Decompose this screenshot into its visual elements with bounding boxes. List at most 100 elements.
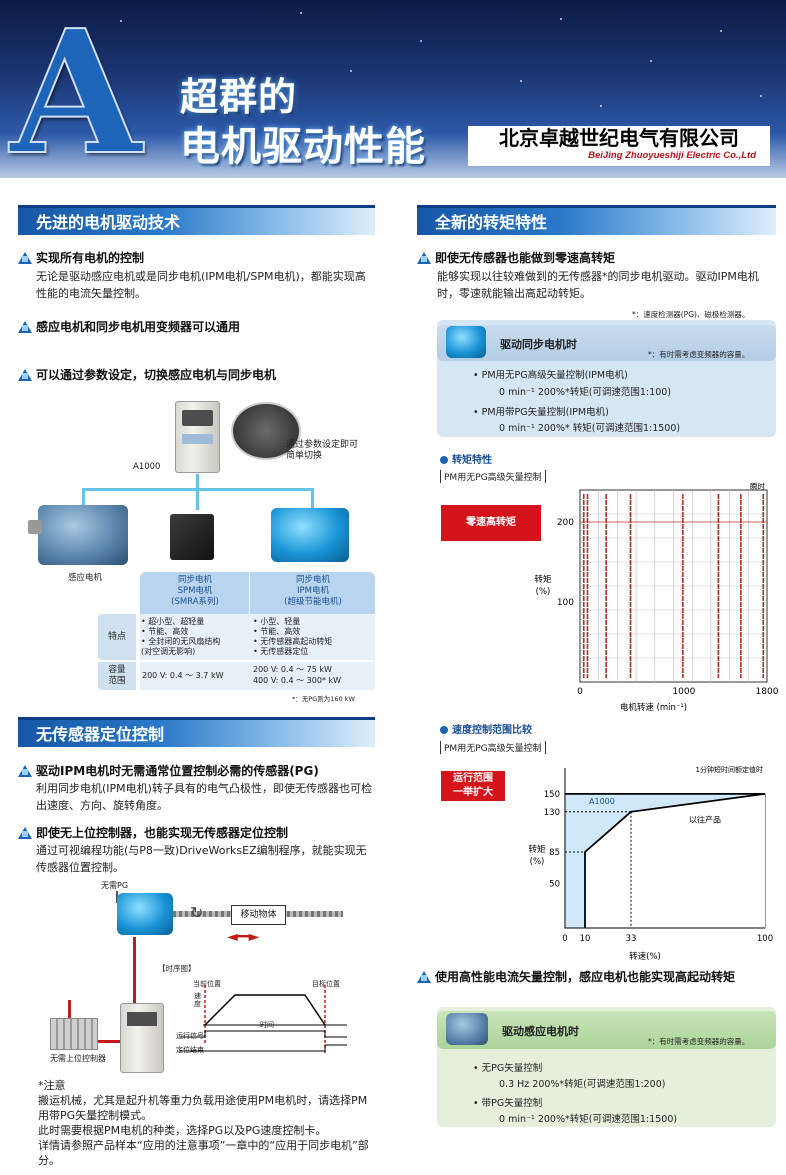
p2-item1-value: 0.3 Hz 200%*转矩(可调速范围1:200) — [499, 1079, 666, 1090]
y-tick-label: 150 — [544, 790, 560, 800]
spm-header: 同步电机 SPM电机 (SMRA系列) — [171, 575, 219, 607]
chart2-heading: 速度控制范围比较 — [440, 721, 532, 736]
chart2-callout: 运行范围 一举扩大 — [441, 771, 505, 801]
triangle-bullet-icon — [18, 252, 32, 264]
x-tick-label: 100 — [757, 934, 773, 944]
note-title: *注意 — [38, 1079, 66, 1092]
body-no-pg: 利用同步电机(IPM电机)转子具有的电气凸极性，即使无传感器也可检出速度、方向、… — [36, 782, 372, 812]
run-signal-label: 运行信号 — [176, 1032, 204, 1040]
series-label-a1000: A1000 — [589, 797, 615, 806]
table-header-bg — [140, 572, 375, 614]
target-position-label: 目标位置 — [312, 980, 340, 988]
chart1-heading: 转矩特性 — [440, 451, 492, 466]
chart-corner-label: 1分钟短时间额定值时 — [696, 765, 763, 774]
y-tick-label: 85 — [549, 848, 560, 858]
triangle-bullet-icon — [417, 971, 431, 983]
keypad-closeup-image — [231, 402, 301, 460]
p1-item2-value: 0 min⁻¹ 200%* 转矩(可调速范围1:1500) — [499, 423, 681, 434]
x-tick-label: 0 — [577, 687, 583, 697]
connector-line — [196, 474, 199, 490]
ipm-features: • 小型、轻量 • 节能、高效 • 无传感器高起动转矩 • 无传感器定位 — [253, 617, 333, 656]
chart-corner-label: 瞬时 — [750, 481, 765, 491]
ipm-motor-image-2 — [117, 893, 173, 935]
x-tick-label: 0 — [562, 934, 567, 944]
timing-chart-title: 【时序图】 — [158, 964, 196, 973]
y-axis-label: 转矩 — [535, 574, 552, 585]
heading-no-controller: 即使无上位控制器，也能实现无传感器定位控制 — [18, 825, 288, 841]
induction-panel-header — [437, 1011, 776, 1049]
y-tick-label: 100 — [557, 598, 574, 608]
triangle-bullet-icon — [18, 765, 32, 777]
capacity-row-bg — [140, 662, 375, 690]
features-row-label: 特点 — [98, 614, 136, 660]
spm-capacity: 200 V: 0.4 ～ 3.7 kW — [142, 671, 224, 680]
ipm-header: 同步电机 IPM电机 (超级节能电机) — [284, 575, 342, 607]
position-end-label: 定位结束 — [176, 1046, 204, 1054]
note-body: 搬运机械，尤其是起升机等重力负载用途使用PM电机时，请选择PM用带PG矢量控制模… — [38, 1094, 369, 1167]
y-axis-unit: (%) — [530, 857, 545, 867]
timing-diagram — [180, 985, 347, 1053]
bullet-dot-icon — [440, 456, 448, 464]
sensor-footnote: *：速度检测器(PG)、磁极检测器。 — [632, 310, 750, 319]
induction-motor-label: 感应电机 — [68, 573, 103, 583]
chart1-mode: PM用无PG高级矢量控制 — [440, 470, 546, 483]
series-label-previous: 以往产品 — [689, 814, 721, 824]
x-tick-label: 1000 — [672, 687, 695, 697]
induction-motor-image — [38, 505, 128, 565]
induction-motor-icon — [446, 1013, 488, 1045]
motor-shaft — [28, 520, 42, 534]
current-position-label: 当前位置 — [193, 980, 221, 988]
table-footnote: *：无PG则为160 kW — [292, 695, 355, 703]
ipm-motor-icon — [446, 326, 486, 358]
spacer — [49, 1052, 109, 1055]
connector-line — [82, 488, 85, 506]
section-title-sensorless-position: 无传感器定位控制 — [18, 717, 375, 747]
previous-product-area — [585, 793, 765, 928]
triangle-bullet-icon — [18, 369, 32, 381]
spm-features: • 超小型、超轻量 • 节能、高效 • 全封闭的无风扇结构 (对空调无影响) — [141, 617, 221, 656]
triangle-bullet-icon — [18, 321, 32, 333]
heading-induction-high-torque: 使用高性能电流矢量控制，感应电机也能实现高起动转矩 — [417, 969, 779, 986]
ipm-motor-image — [271, 508, 349, 562]
section-title-drive-tech: 先进的电机驱动技术 — [18, 205, 375, 235]
rotation-arrow-icon: ↻ — [190, 903, 204, 922]
spm-motor-image — [170, 514, 214, 560]
p2-item2-value: 0 min⁻¹ 200%*转矩(可调速范围1:1500) — [499, 1114, 678, 1125]
heading-no-pg: 驱动IPM电机时无需通常位置控制必需的传感器(PG) — [18, 763, 319, 779]
travel-arrow-icon: ◄━━► — [227, 929, 259, 945]
p2-item1-title: • 无PG矢量控制 — [473, 1063, 543, 1074]
chart1-callout: 零速高转矩 — [441, 505, 541, 541]
a1000-drive-image — [175, 401, 220, 473]
no-pg-label: 无需PG — [101, 881, 129, 890]
sync-motor-panel-header — [437, 325, 776, 361]
body-no-controller: 通过可视编程功能(与P8一致)DriveWorksEZ编制程序，就能实现无传感器… — [36, 844, 367, 874]
y-tick-label: 200 — [557, 518, 574, 528]
heading-param-switch: 可以通过参数设定，切换感应电机与同步电机 — [18, 367, 276, 383]
y-tick-label: 130 — [544, 808, 560, 818]
x-tick-label: 10 — [580, 934, 591, 944]
heading-shared-inverter: 感应电机和同步电机用变频器可以通用 — [18, 319, 240, 335]
signal-line — [133, 937, 136, 1004]
x-tick-label: 33 — [626, 934, 637, 944]
drive-label: A1000 — [133, 462, 161, 472]
heading-zero-speed: 即使无传感器也能做到零速高转矩 — [417, 250, 615, 266]
x-axis-label: 电机转速 (min⁻¹) — [620, 702, 687, 713]
no-controller-label: 无需上位控制器 — [50, 1054, 106, 1063]
ipm-capacity: 200 V: 0.4 ～ 75 kW 400 V: 0.4 ～ 300* kW — [253, 665, 342, 685]
y-tick-label: 50 — [549, 879, 560, 889]
hero-letter: A — [9, 0, 143, 193]
speed-axis-label: 速度 — [194, 992, 201, 1008]
body-all-motor-control: 无论是驱动感应电机或是同步电机(IPM电机/SPM电机)，都能实现高性能的电流矢… — [36, 270, 366, 300]
connector-line — [311, 488, 314, 508]
p1-item2-title: • PM用带PG矢量控制(IPM电机) — [473, 407, 609, 418]
body-zero-speed: 能够实现以往较难做到的无传感器*的同步电机驱动。驱动IPM电机时，零速就能输出高… — [437, 270, 759, 300]
time-axis-label: 时间 — [260, 1021, 274, 1029]
sync-motor-panel-note: *：有时需考虑变频器的容量。 — [648, 350, 750, 359]
p2-item2-title: • 带PG矢量控制 — [473, 1098, 543, 1109]
previous-product-line — [584, 792, 766, 928]
section-title-torque: 全新的转矩特性 — [417, 205, 776, 235]
plc-controller-image — [50, 1018, 98, 1050]
signal-line — [68, 1000, 71, 1018]
